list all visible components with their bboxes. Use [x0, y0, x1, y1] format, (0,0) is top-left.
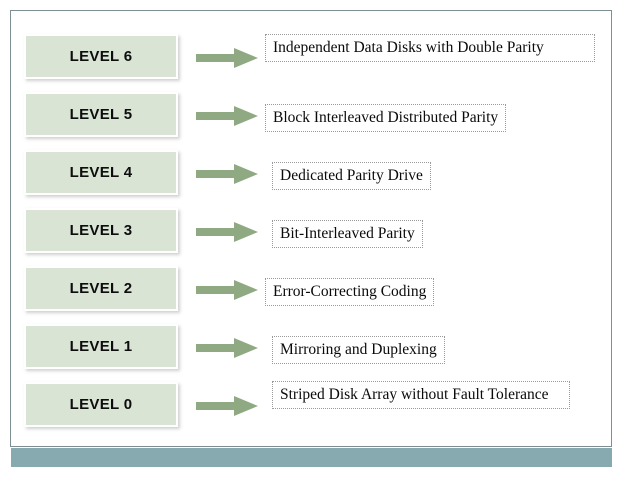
- raid-description: Bit-Interleaved Parity: [272, 220, 423, 248]
- right-arrow-icon: [196, 105, 258, 127]
- level-chip-5[interactable]: LEVEL 5: [24, 92, 178, 137]
- raid-level-row: LEVEL 6 Independent Data Disks with Doub…: [0, 34, 602, 80]
- raid-description: Independent Data Disks with Double Parit…: [265, 34, 595, 62]
- raid-level-row: LEVEL 2 Error-Correcting Coding: [0, 266, 602, 312]
- right-arrow-icon: [196, 395, 258, 417]
- raid-level-row: LEVEL 4 Dedicated Parity Drive: [0, 150, 602, 196]
- level-chip-1[interactable]: LEVEL 1: [24, 324, 178, 369]
- level-chip-4[interactable]: LEVEL 4: [24, 150, 178, 195]
- level-chip-6[interactable]: LEVEL 6: [24, 34, 178, 79]
- level-chip-label: LEVEL 1: [69, 338, 133, 355]
- raid-description: Mirroring and Duplexing: [272, 336, 445, 364]
- level-chip-label: LEVEL 6: [69, 48, 133, 65]
- right-arrow-icon: [196, 337, 258, 359]
- raid-description: Striped Disk Array without Fault Toleran…: [272, 381, 570, 409]
- right-arrow-icon: [196, 279, 258, 301]
- level-chip-0[interactable]: LEVEL 0: [24, 382, 178, 427]
- level-chip-label: LEVEL 3: [69, 222, 133, 239]
- right-arrow-icon: [196, 47, 258, 69]
- level-chip-label: LEVEL 2: [69, 280, 133, 297]
- right-arrow-icon: [196, 163, 258, 185]
- footer-accent-bar: [11, 448, 612, 467]
- raid-description: Block Interleaved Distributed Parity: [265, 104, 507, 132]
- level-chip-label: LEVEL 5: [69, 106, 133, 123]
- raid-level-row: LEVEL 3 Bit-Interleaved Parity: [0, 208, 602, 254]
- level-chip-label: LEVEL 0: [69, 396, 133, 413]
- right-arrow-icon: [196, 221, 258, 243]
- raid-description: Error-Correcting Coding: [265, 278, 435, 306]
- raid-level-row: LEVEL 0 Striped Disk Array without Fault…: [0, 381, 602, 428]
- raid-level-row: LEVEL 5 Block Interleaved Distributed Pa…: [0, 92, 602, 138]
- level-chip-label: LEVEL 4: [69, 164, 133, 181]
- level-chip-3[interactable]: LEVEL 3: [24, 208, 178, 253]
- raid-level-row: LEVEL 1 Mirroring and Duplexing: [0, 324, 602, 370]
- level-chip-2[interactable]: LEVEL 2: [24, 266, 178, 311]
- raid-description: Dedicated Parity Drive: [272, 162, 431, 190]
